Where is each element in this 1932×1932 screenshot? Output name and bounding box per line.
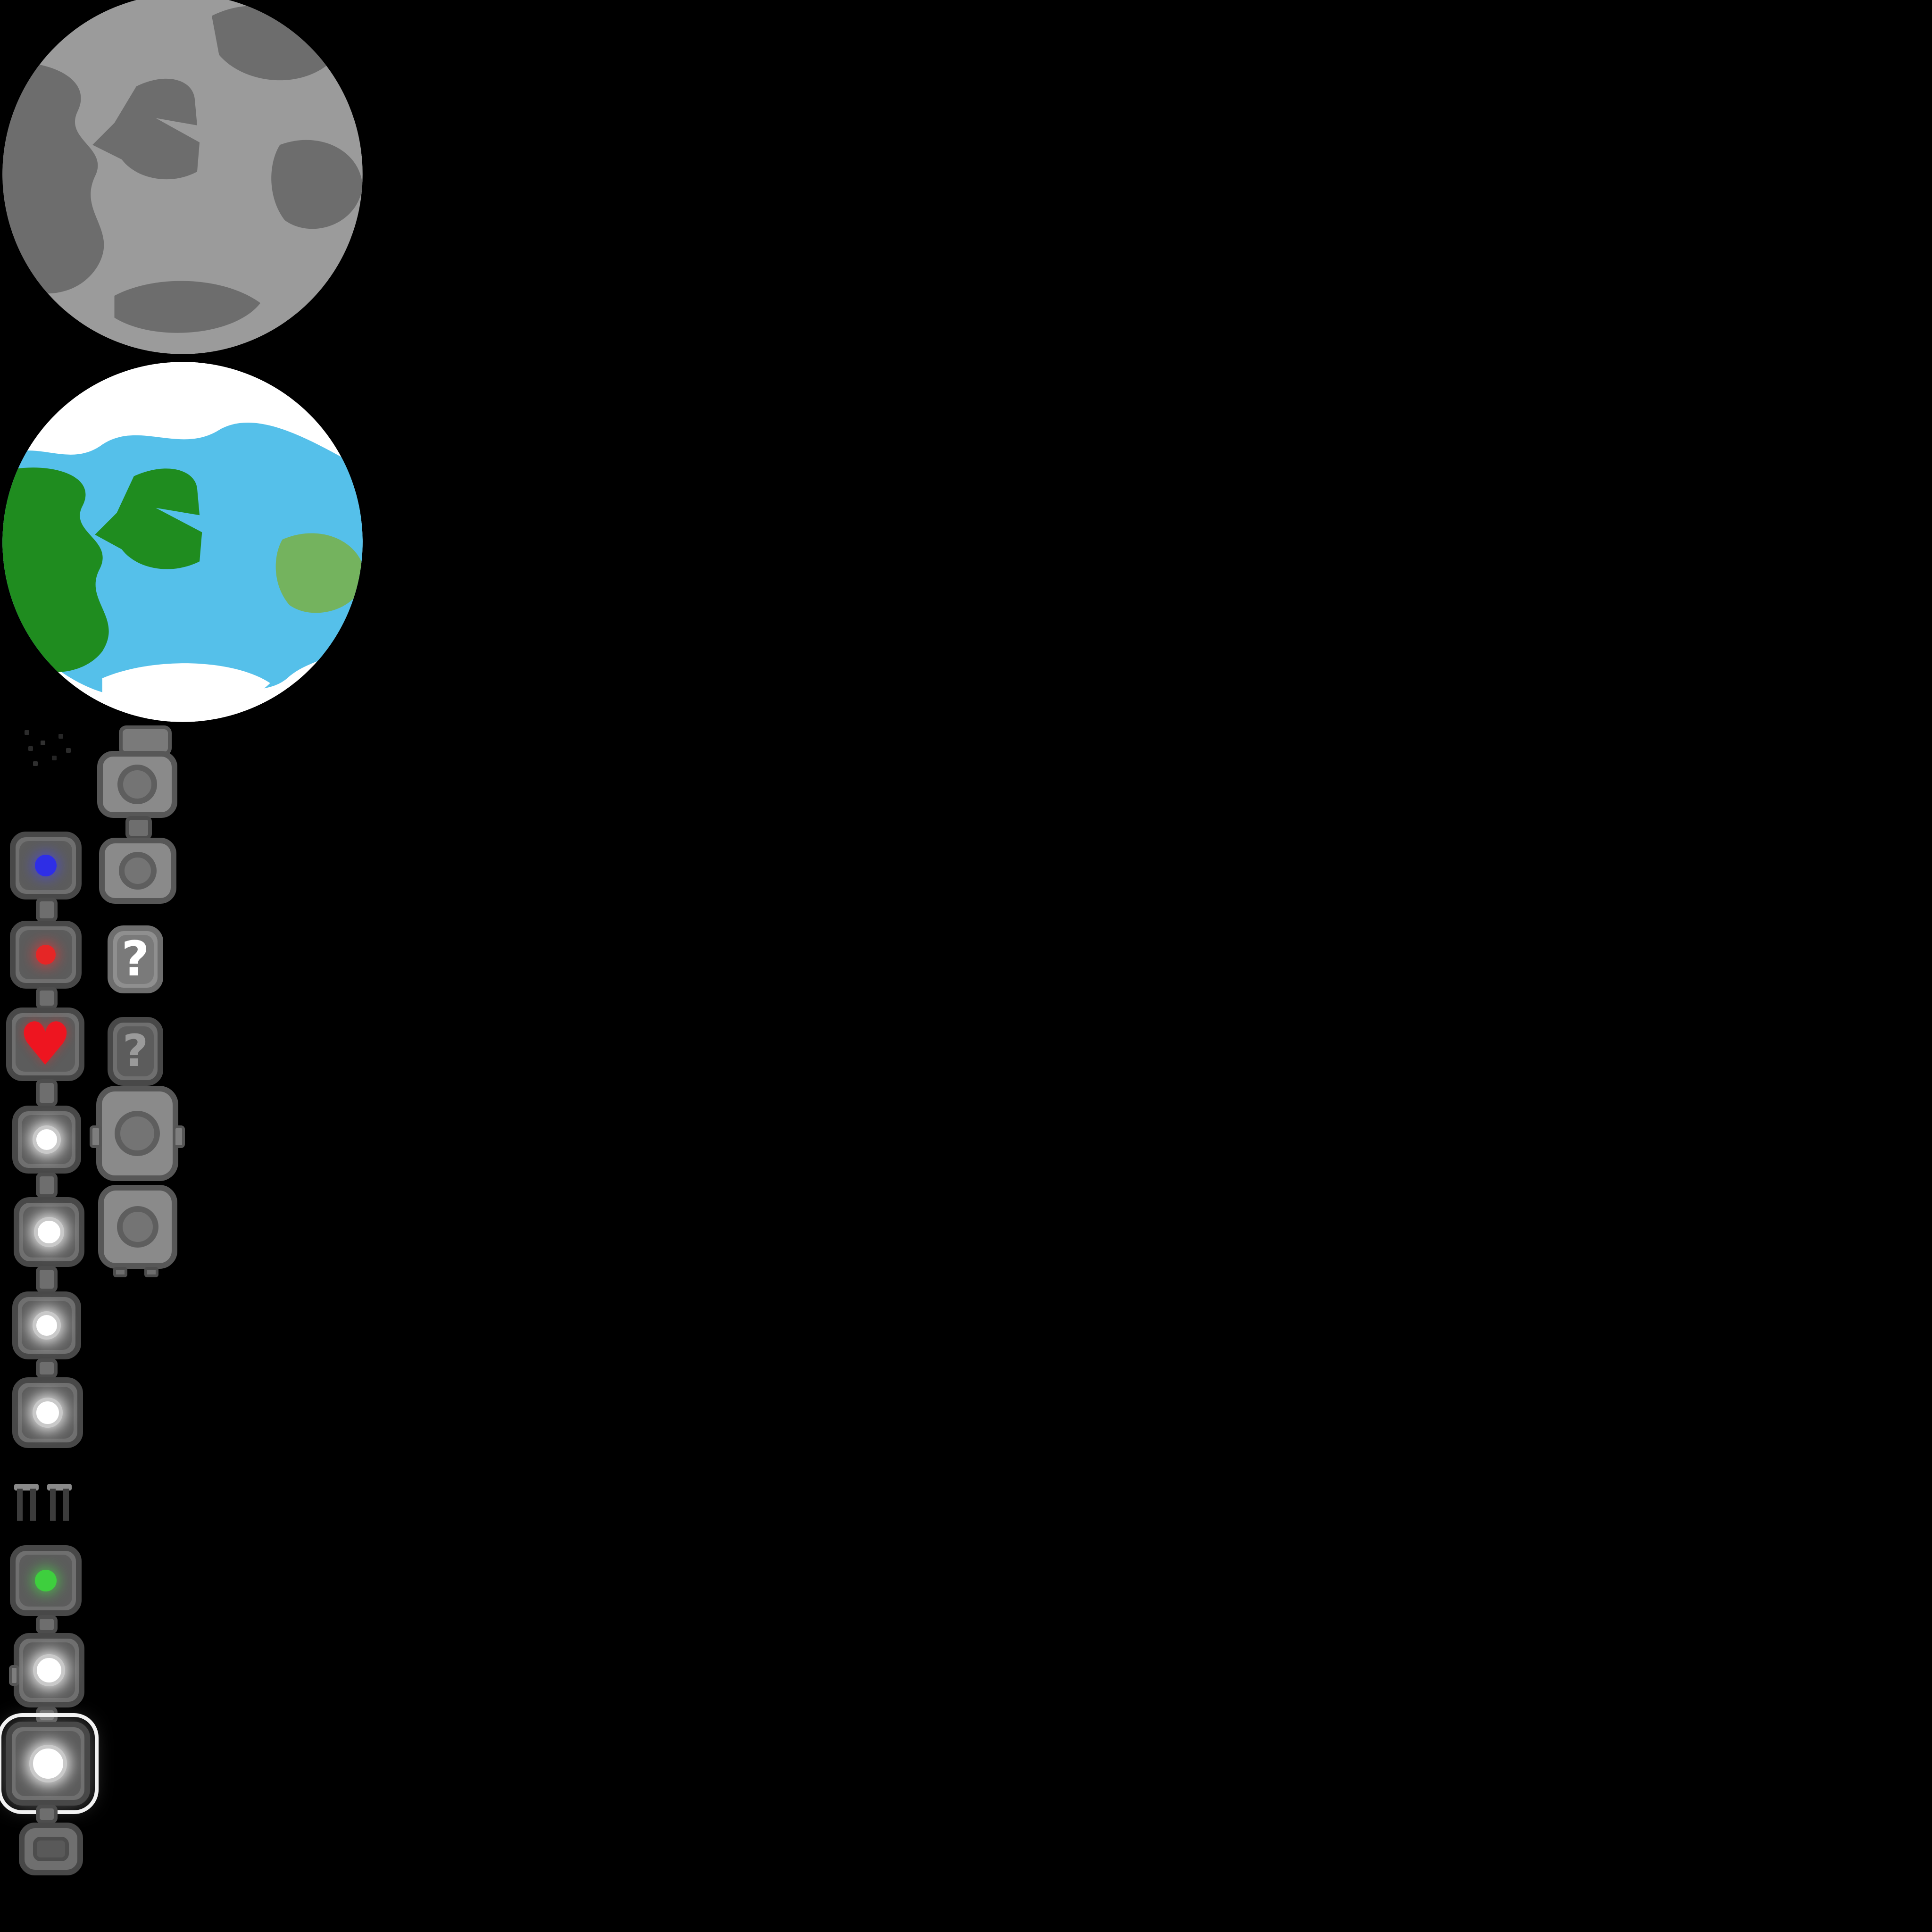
- moon-patch-left: [2, 62, 104, 294]
- chain-link: [36, 1266, 58, 1292]
- white-bulb-icon: [33, 1311, 61, 1340]
- white-bulb-icon: [29, 1745, 67, 1782]
- bracket-leg: [30, 1489, 36, 1521]
- moon-patch-center: [92, 78, 200, 180]
- bracket-icon: [47, 1484, 72, 1522]
- blue-indicator-tile[interactable]: [10, 832, 82, 899]
- white-bulb-icon: [33, 1654, 65, 1686]
- bracket-leg: [63, 1489, 69, 1521]
- white-bulb-icon: [34, 1217, 64, 1247]
- white-bulb-tile-4[interactable]: [12, 1377, 83, 1448]
- socket-pin-icon: [115, 1111, 160, 1156]
- chain-link: [36, 987, 58, 1009]
- tile-face: [117, 935, 154, 984]
- earth-south-cap: [102, 663, 270, 711]
- blue-dot-icon: [35, 855, 57, 876]
- red-dot-icon: [36, 945, 56, 965]
- earth-continent-center: [95, 468, 202, 569]
- socket-foot: [113, 1267, 127, 1277]
- white-bulb-tile-3[interactable]: [12, 1291, 81, 1359]
- heart-icon: ♥: [18, 1009, 72, 1079]
- side-tab: [9, 1665, 19, 1686]
- chain-link: [36, 1173, 58, 1198]
- green-dot-icon: [35, 1570, 57, 1591]
- socket-pin-icon: [119, 852, 157, 890]
- bracket-marker: [14, 1484, 73, 1523]
- moon-patch-right: [271, 140, 363, 229]
- question-tile-active[interactable]: ?: [108, 925, 163, 993]
- bracket-icon: [14, 1484, 39, 1522]
- chain-link: [36, 1615, 58, 1634]
- white-bulb-icon: [33, 1398, 63, 1428]
- socket-tile-1[interactable]: [97, 751, 177, 818]
- heart-tile[interactable]: ♥: [6, 1008, 84, 1081]
- socket-pin-icon: [117, 765, 157, 804]
- chain-link: [125, 816, 152, 840]
- selected-bulb-tile[interactable]: [0, 1713, 99, 1814]
- chain-link: [36, 1079, 58, 1107]
- socket-pin-icon: [117, 1206, 158, 1248]
- green-indicator-tile[interactable]: [10, 1545, 82, 1616]
- debris-speckles: [25, 730, 29, 735]
- chain-link: [36, 1805, 58, 1824]
- bracket-leg: [50, 1489, 56, 1521]
- white-bulb-tile-1[interactable]: [12, 1106, 81, 1174]
- earth-continent-east: [275, 533, 363, 613]
- bracket-leg: [17, 1489, 23, 1521]
- chain-link: [36, 898, 58, 922]
- tile-face: [117, 1026, 154, 1076]
- chain-link: [36, 1707, 58, 1724]
- large-socket-tile-2[interactable]: [98, 1185, 177, 1269]
- moon-planet[interactable]: [0, 0, 365, 357]
- question-mark-icon: ?: [121, 931, 150, 987]
- socket-foot: [144, 1267, 158, 1277]
- side-tab: [173, 1125, 185, 1148]
- socket-tile-2[interactable]: [99, 838, 176, 904]
- moon-patch-bottom: [114, 281, 261, 333]
- white-bulb-tile-2[interactable]: [14, 1197, 84, 1267]
- question-tile-inactive[interactable]: ?: [108, 1017, 163, 1086]
- red-indicator-tile[interactable]: [10, 921, 82, 989]
- tile-face: [16, 1017, 75, 1072]
- end-cap-face: [33, 1837, 69, 1861]
- white-bulb-icon: [33, 1125, 61, 1154]
- chain-link: [36, 1358, 58, 1378]
- earth-planet[interactable]: [0, 359, 365, 724]
- large-socket-tile-1[interactable]: [90, 1086, 185, 1181]
- side-tab: [90, 1125, 102, 1148]
- end-cap-tile[interactable]: [19, 1823, 83, 1875]
- question-mark-dim-icon: ?: [122, 1025, 149, 1077]
- white-bulb-tile-5[interactable]: [9, 1633, 84, 1707]
